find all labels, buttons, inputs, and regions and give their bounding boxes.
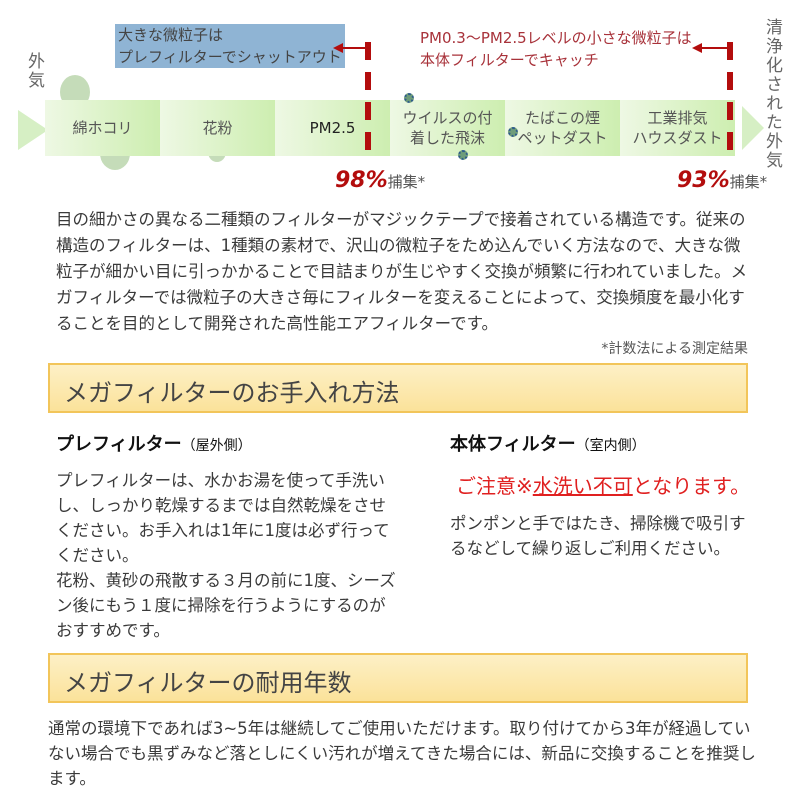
main-filter-rate: 93%捕集*	[677, 168, 767, 193]
callout-line: 本体フィルターでキャッチ	[420, 51, 599, 69]
prefilter-rate: 98%捕集*	[335, 168, 425, 193]
prefilter-line	[365, 42, 371, 162]
arrow-line	[340, 47, 368, 49]
inflow-arrow-icon	[18, 110, 48, 150]
callout-line: プレフィルターでシャットアウト	[118, 48, 342, 66]
segment-virus: ウイルスの付 着した飛沫	[390, 100, 505, 156]
footnote: *計数法による測定結果	[601, 341, 748, 357]
warning-emphasis: 水洗い不可	[532, 474, 633, 498]
prefilter-title: プレフィルター（屋外側）	[56, 430, 396, 456]
intro-text: 目の細かさの異なる二種類のフィルターがマジックテープで接着されている構造です。従…	[56, 210, 748, 333]
main-filter-line	[727, 42, 733, 162]
callout-line: PM0.3～PM2.5レベルの小さな微粒子は	[420, 29, 692, 47]
care-section-header: メガフィルターのお手入れ方法	[48, 363, 748, 413]
virus-icon	[404, 93, 414, 103]
warning-prefix: ご注意※	[456, 474, 533, 498]
lifespan-text: 通常の環境下であれば3~5年は継続してご使用いただけます。取り付けてから3年が経…	[48, 719, 756, 788]
clean-air-label: 清浄化された外気	[762, 18, 782, 170]
title-text: 本体フィルター	[450, 434, 576, 455]
segment-pollen: 花粉	[160, 100, 275, 156]
segment-smoke: たばこの煙 ペットダスト	[505, 100, 620, 156]
segment-pm25: PM2.5	[275, 100, 390, 156]
outflow-arrow-icon	[742, 106, 764, 150]
rate-value: 93%	[677, 168, 730, 193]
prefilter-care: プレフィルター（屋外側） プレフィルターは、水かお湯を使って手洗いし、しっかり乾…	[56, 430, 396, 643]
arrow-line	[700, 47, 730, 49]
outside-air-label: 外気	[24, 52, 44, 90]
virus-icon	[508, 127, 518, 137]
particle-band: 綿ホコリ 花粉 PM2.5 ウイルスの付 着した飛沫 たばこの煙 ペットダスト …	[45, 100, 735, 156]
warning-suffix: となります。	[632, 474, 751, 498]
prefilter-tip: 花粉、黄砂の飛散する３月の前に1度、シーズン後にもう１度に掃除を行うようにするの…	[56, 571, 396, 640]
callout-line: 大きな微粒子は	[118, 26, 224, 44]
side-label: （屋外側）	[181, 438, 252, 454]
warning-text: ご注意※水洗い不可となります。	[450, 470, 760, 499]
main-filter-title: 本体フィルター（室内側）	[450, 430, 760, 456]
side-label: （室内側）	[575, 438, 646, 454]
main-filter-care: 本体フィルター（室内側） ご注意※水洗い不可となります。 ポンポンと手ではたき、…	[450, 430, 760, 561]
prefilter-callout: 大きな微粒子は プレフィルターでシャットアウト	[115, 24, 345, 68]
lifespan-section-header: メガフィルターの耐用年数	[48, 653, 748, 703]
main-filter-text: ポンポンと手ではたき、掃除機で吸引するなどして繰り返しご利用ください。	[450, 514, 746, 558]
rate-suffix: 捕集*	[729, 173, 768, 191]
virus-icon	[458, 150, 468, 160]
segment-cotton-dust: 綿ホコリ	[45, 100, 160, 156]
arrow-left-icon	[692, 43, 702, 53]
prefilter-text: プレフィルターは、水かお湯を使って手洗いし、しっかり乾燥するまでは自然乾燥をさせ…	[56, 471, 390, 565]
title-text: プレフィルター	[56, 434, 182, 455]
rate-suffix: 捕集*	[387, 173, 426, 191]
arrow-left-icon	[333, 43, 343, 53]
segment-exhaust: 工業排気 ハウスダスト	[620, 100, 735, 156]
rate-value: 98%	[335, 168, 388, 193]
main-callout: PM0.3～PM2.5レベルの小さな微粒子は 本体フィルターでキャッチ	[420, 27, 692, 71]
